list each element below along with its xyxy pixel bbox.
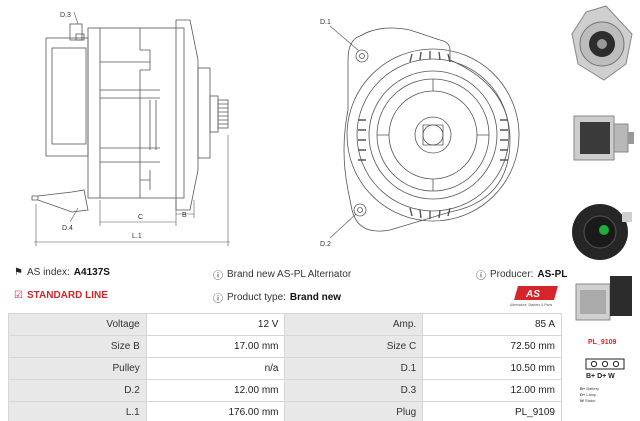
plug-connector-icon xyxy=(585,358,625,370)
spec-key: Plug xyxy=(284,401,424,421)
producer-value: AS-PL xyxy=(537,269,568,280)
as-pl-logo: AS Alternators, Starters & Parts xyxy=(510,286,558,307)
plug-terminals: B+ D+ W xyxy=(586,373,615,380)
brand-row: ⓘ Brand new AS-PL Alternator xyxy=(213,267,351,282)
thumbnail-rear-photo[interactable] xyxy=(566,192,636,272)
svg-text:Alternators, Starters & Parts: Alternators, Starters & Parts xyxy=(510,303,553,307)
spec-key: L.1 xyxy=(8,401,147,421)
brand-label: Brand new AS-PL Alternator xyxy=(227,269,352,280)
table-row: Pulley n/a D.1 10.50 mm xyxy=(8,357,562,380)
spec-key: D.3 xyxy=(284,379,424,402)
spec-key: Size C xyxy=(284,335,424,358)
spec-key: Size B xyxy=(8,335,147,358)
plug-legend-row: W Stator xyxy=(580,398,596,403)
spec-value: 85 A xyxy=(422,313,562,336)
info-icon: ⓘ xyxy=(213,294,223,305)
tag-icon: ⚑ xyxy=(14,267,23,278)
spec-value: 12.00 mm xyxy=(145,379,286,402)
as-index-label: AS index: xyxy=(26,267,70,278)
as-index-value: A4137S xyxy=(73,267,110,278)
standard-line-row: ☑ STANDARD LINE xyxy=(14,290,108,301)
product-type-value: Brand new xyxy=(289,292,342,303)
table-row: L.1 176.00 mm Plug PL_9109 xyxy=(8,401,562,421)
product-type-row: ⓘ Product type: Brand new xyxy=(213,290,341,305)
label-d2: D.2 xyxy=(320,241,331,248)
producer-row: ⓘ Producer: AS-PL xyxy=(476,267,567,282)
thumbnail-side-photo[interactable] xyxy=(566,96,636,176)
svg-text:AS: AS xyxy=(525,289,540,300)
spec-table: Voltage 12 V Amp. 85 A Size B 17.00 mm S… xyxy=(8,313,562,421)
label-c: C xyxy=(138,214,143,221)
spec-value: 17.00 mm xyxy=(145,335,286,358)
spec-value: 10.50 mm xyxy=(422,357,562,380)
plug-legend-row: B+ Battery xyxy=(580,386,600,391)
plug-code: PL_9109 xyxy=(588,339,617,346)
side-view-drawing: D.3 D.4 C B L.1 xyxy=(31,11,230,246)
label-l1: L.1 xyxy=(132,233,142,240)
spec-key: Voltage xyxy=(8,313,147,336)
plug-legend: B+ Battery D+ Lamp W Stator xyxy=(580,386,636,408)
producer-label: Producer: xyxy=(490,269,534,280)
spec-value: 12.00 mm xyxy=(422,379,562,402)
product-type-label: Product type: xyxy=(227,292,286,303)
table-row: D.2 12.00 mm D.3 12.00 mm xyxy=(8,379,562,402)
spec-key: D.2 xyxy=(8,379,147,402)
table-row: Voltage 12 V Amp. 85 A xyxy=(8,313,562,336)
label-d3: D.3 xyxy=(60,12,71,19)
spec-value: PL_9109 xyxy=(422,401,562,421)
label-d1: D.1 xyxy=(320,19,331,26)
thumbnail-front-photo[interactable] xyxy=(566,4,636,84)
spec-value: 12 V xyxy=(145,313,286,336)
thumbnail-angle-photo[interactable] xyxy=(566,258,636,338)
standard-line-label: STANDARD LINE xyxy=(26,290,108,301)
spec-key: Amp. xyxy=(284,313,424,336)
label-d4: D.4 xyxy=(62,225,73,232)
spec-key: Pulley xyxy=(8,357,147,380)
plug-legend-row: D+ Lamp xyxy=(580,392,597,397)
spec-value: 72.50 mm xyxy=(422,335,562,358)
spec-key: D.1 xyxy=(284,357,424,380)
spec-value: n/a xyxy=(145,357,286,380)
info-icon: ⓘ xyxy=(476,271,486,282)
front-view-drawing: D.1 D.2 xyxy=(320,19,520,248)
table-row: Size B 17.00 mm Size C 72.50 mm xyxy=(8,335,562,358)
checkbox-icon: ☑ xyxy=(14,290,23,301)
info-icon: ⓘ xyxy=(213,271,223,282)
label-b: B xyxy=(182,212,187,219)
spec-value: 176.00 mm xyxy=(145,401,286,421)
as-index-row: ⚑ AS index: A4137S xyxy=(14,267,110,278)
